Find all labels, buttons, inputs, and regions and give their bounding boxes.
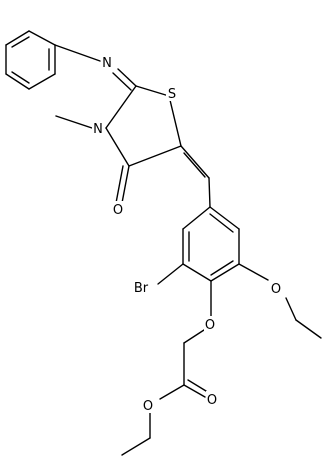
bond <box>157 263 184 285</box>
atom-o-ethoxy: O <box>271 282 281 297</box>
bond-inner <box>209 213 234 233</box>
bond <box>182 206 211 230</box>
bond <box>210 263 240 282</box>
label-backdrop <box>142 397 155 413</box>
bond <box>105 127 130 167</box>
bond <box>209 206 240 230</box>
bond <box>117 68 137 87</box>
label-backdrop <box>270 280 283 296</box>
atom-sulfur: S <box>168 87 176 102</box>
bond <box>115 165 124 204</box>
label-backdrop <box>112 201 125 217</box>
atom-n-imine: N <box>102 56 112 71</box>
label-backdrop <box>204 316 217 332</box>
bond <box>183 152 206 178</box>
bond <box>159 384 185 400</box>
label-backdrop <box>130 279 152 295</box>
bond <box>295 319 322 339</box>
bond <box>128 145 182 167</box>
atom-n-ring: N <box>93 122 103 137</box>
bond-lines <box>5 30 322 456</box>
bond <box>183 384 206 398</box>
atom-o-carbonyl: O <box>207 393 217 408</box>
bond <box>28 30 56 46</box>
bond <box>183 329 205 344</box>
bond <box>121 437 151 456</box>
label-backdrop <box>206 391 219 407</box>
bond <box>28 73 56 90</box>
bond <box>55 115 93 129</box>
label-backdrop <box>92 120 105 136</box>
bond <box>238 263 269 281</box>
bond <box>285 297 297 321</box>
bond <box>187 379 207 392</box>
atom-o-ketone: O <box>113 203 123 218</box>
bond <box>105 85 137 129</box>
bond-inner <box>11 71 30 84</box>
atom-bromine: Br <box>134 281 149 296</box>
bond <box>54 44 101 62</box>
bond <box>5 73 30 90</box>
atom-o-ether: O <box>205 318 215 333</box>
bond-inner <box>11 36 30 48</box>
bond <box>5 30 30 46</box>
label-backdrop <box>101 54 114 70</box>
atom-labels: N S N O Br O O O O <box>92 54 283 414</box>
bond <box>182 263 212 282</box>
bond <box>112 72 132 91</box>
bond <box>135 85 170 97</box>
bond <box>121 165 130 204</box>
bond <box>208 177 211 208</box>
bond-inner <box>210 260 234 276</box>
bond <box>169 99 182 147</box>
label-backdrop <box>166 85 179 101</box>
atom-o-ester: O <box>143 399 153 414</box>
bond <box>180 145 210 179</box>
